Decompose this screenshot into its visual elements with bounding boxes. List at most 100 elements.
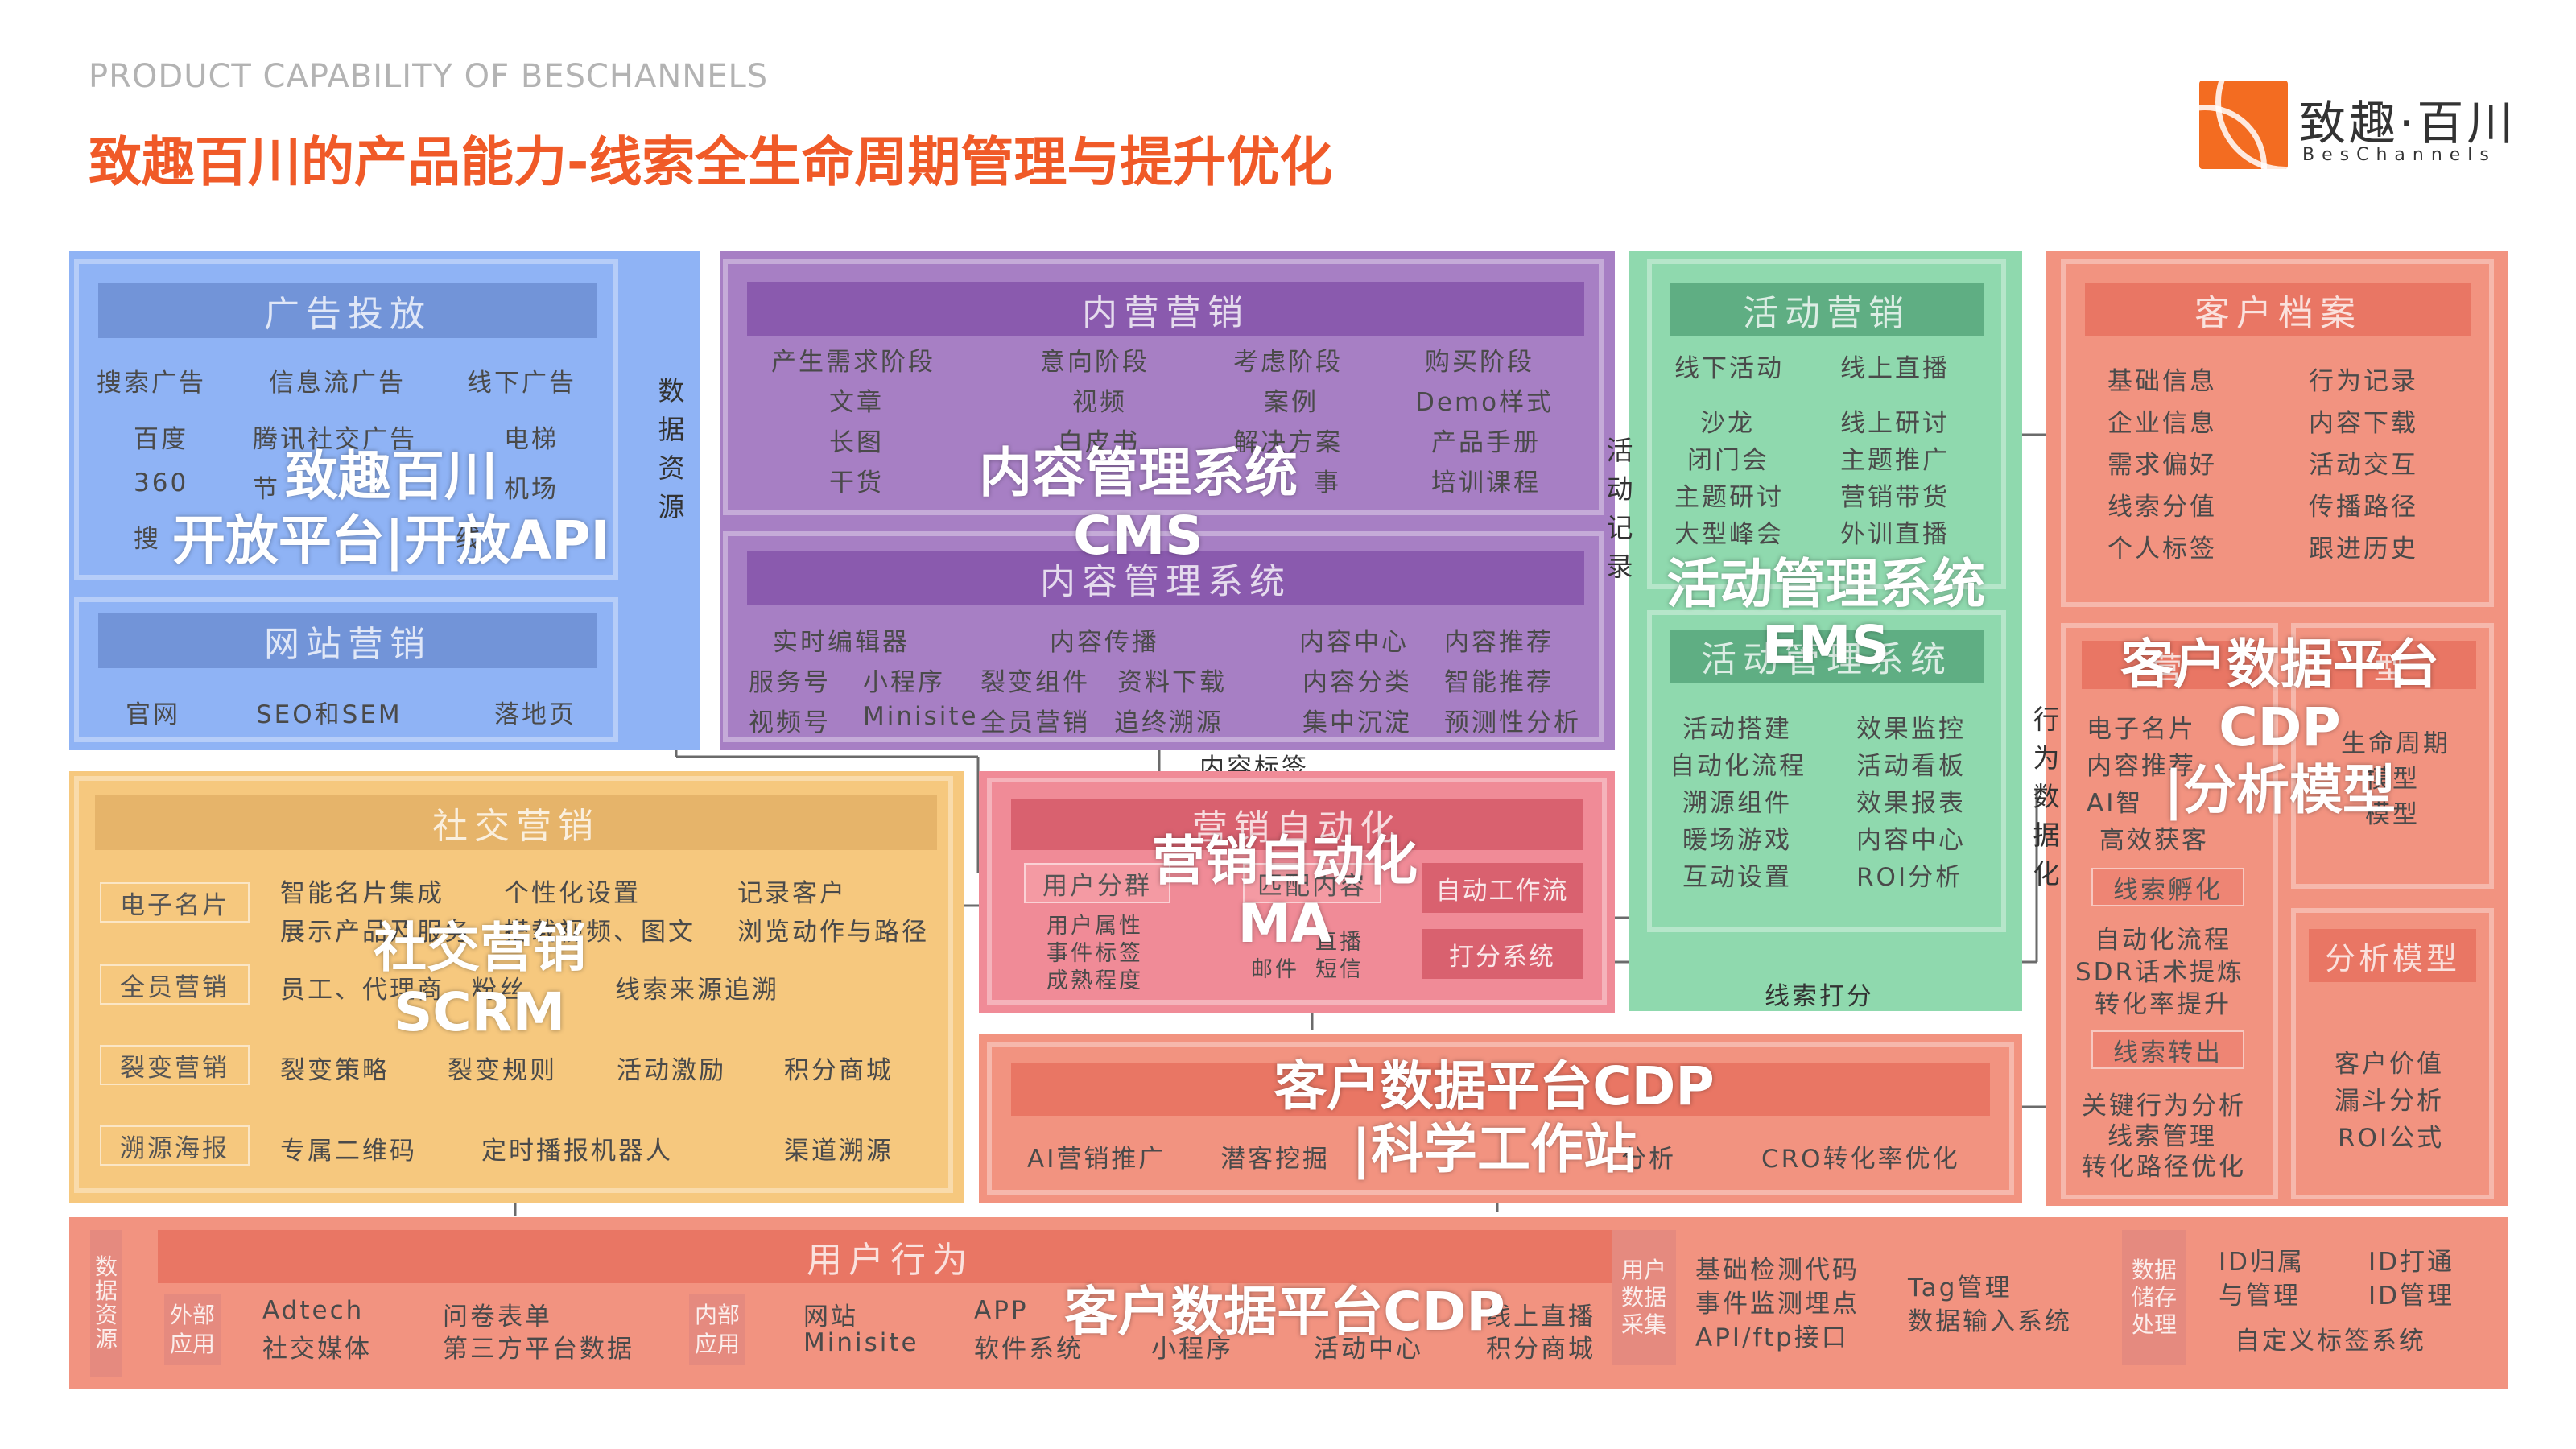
ad-baidu: 百度 <box>134 425 188 454</box>
cdp-model1: 模型 <box>2365 765 2420 794</box>
science-mining: 潜客挖掘 <box>1220 1145 1330 1174</box>
ext-adtech: Adtech <box>262 1296 365 1325</box>
ems-content: 内容中心 <box>1856 826 1966 855</box>
ad-panel: 广告投放 搜索广告 信息流广告 线下广告 百度 腾讯社交广告 电梯 360 节 … <box>69 251 700 750</box>
events-commerce: 营销带货 <box>1840 483 1950 512</box>
store-manage: 与管理 <box>2219 1282 2301 1311</box>
content-manual: 产品手册 <box>1431 428 1541 457</box>
cdp-model-bar: 型 <box>2309 641 2476 689</box>
behavior-panel: 数据资源 用户行为 外部应用 Adtech 社交媒体 问卷表单 第三方平台数据 … <box>69 1217 2508 1389</box>
stage-consider: 考虑阶段 <box>1233 348 1343 377</box>
ems-game: 暖场游戏 <box>1682 826 1792 855</box>
cdp-side-label: 行为数据化 <box>2033 704 2060 890</box>
social-channel: 渠道溯源 <box>784 1137 894 1166</box>
social-showcase: 展示产品及服务 <box>280 918 472 947</box>
ma-big-title: 营销自动化 <box>1152 830 1418 892</box>
ad-airport: 机场 <box>504 475 559 504</box>
cdp-flow: 自动化流程 <box>2095 926 2231 955</box>
events-promo: 主题推广 <box>1840 446 1950 475</box>
social-rule: 裂变规则 <box>448 1056 557 1085</box>
science-cro: CRO转化率优化 <box>1761 1145 1960 1174</box>
int-live: 线上直播 <box>1486 1302 1596 1331</box>
profile-tag: 个人标签 <box>2107 535 2217 564</box>
collect-event: 事件监测埋点 <box>1695 1290 1860 1319</box>
stage-demand: 产生需求阶段 <box>771 348 935 377</box>
stage-intent: 意向阶段 <box>1040 348 1150 377</box>
ma-panel: 营销自动化 用户分群 匹配内容 用户属性 事件标签 成熟程度 直播 邮件 短信 … <box>979 771 1615 1013</box>
int-miniapp: 小程序 <box>1151 1335 1233 1364</box>
science-panel: AI营销推广 潜客挖掘 分析 CRO转化率优化 客户数据平台CDP |科学工作站 <box>979 1034 2022 1203</box>
ad-big-title: 致趣百川 <box>285 445 497 507</box>
ext-app-tag: 外部应用 <box>164 1294 221 1365</box>
store-id-mgmt: ID管理 <box>2368 1282 2455 1311</box>
web-landing: 落地页 <box>494 700 576 729</box>
ems-report: 效果报表 <box>1856 789 1966 818</box>
social-mall: 积分商城 <box>784 1056 894 1085</box>
cdp-path: 转化路径优化 <box>2082 1153 2246 1182</box>
social-source: 线索来源追溯 <box>615 976 779 1005</box>
cdp-key: 关键行为分析 <box>2082 1092 2246 1121</box>
collect-input: 数据输入系统 <box>1908 1307 2072 1336</box>
web-bar: 网站营销 <box>98 613 597 668</box>
store-custom-tag: 自定义标签系统 <box>2235 1327 2426 1356</box>
store-id-link: ID打通 <box>2368 1248 2455 1277</box>
profile-path: 传播路径 <box>2309 493 2418 522</box>
behavior-big-title: 客户数据平台CDP <box>1064 1281 1505 1343</box>
social-tag-fission: 裂变营销 <box>100 1045 250 1085</box>
social-bar: 社交营销 <box>95 795 937 850</box>
cdp-right-big-title: 客户数据平台 <box>2120 634 2439 696</box>
social-robot: 定时播报机器人 <box>481 1137 673 1166</box>
cdp-leads: 线索管理 <box>2107 1122 2217 1151</box>
cdp-sdr: SDR话术提炼 <box>2075 958 2245 987</box>
social-staff: 员工、代理商、粉丝 <box>280 976 526 1005</box>
page-title: 致趣百川的产品能力-线索全生命周期管理与提升优化 <box>89 131 1333 193</box>
profile-event: 活动交互 <box>2309 451 2418 480</box>
int-website: 网站 <box>803 1302 858 1331</box>
ma-big-subtitle: MA <box>1237 893 1332 955</box>
int-app: APP <box>974 1296 1029 1325</box>
ad-bar: 广告投放 <box>98 283 597 338</box>
ems-board: 活动看板 <box>1856 752 1966 781</box>
analysis-value: 客户价值 <box>2334 1050 2444 1079</box>
ad-elevator: 电梯 <box>504 425 559 454</box>
store-tag: 数据储存处理 <box>2122 1230 2186 1365</box>
science-big-title: 客户数据平台CDP <box>1274 1055 1715 1117</box>
cms-spread: 内容传播 <box>1050 628 1159 657</box>
profile-score: 线索分值 <box>2107 493 2217 522</box>
ems-build: 活动搭建 <box>1682 715 1792 744</box>
ems-trace: 溯源组件 <box>1682 789 1792 818</box>
events-outtrain: 外训直播 <box>1840 520 1950 549</box>
events-big-subtitle: EMS <box>1761 614 1890 676</box>
profile-basic: 基础信息 <box>2107 367 2217 396</box>
cms-minisite: Minisite <box>863 702 979 731</box>
content-bar: 内营营销 <box>747 282 1584 336</box>
collect-tag: 用户数据采集 <box>1612 1230 1676 1365</box>
social-incentive: 活动激励 <box>617 1056 726 1085</box>
ems-flow: 自动化流程 <box>1670 752 1806 781</box>
cdp-ai: AI智 <box>2087 789 2144 818</box>
ad-tencent: 腾讯社交广告 <box>253 425 417 454</box>
web-official: 官网 <box>126 700 180 729</box>
cms-predict: 预测性分析 <box>1444 708 1581 737</box>
ems-lead-score: 线索打分 <box>1765 982 1874 1011</box>
analysis-model-bar: 分析模型 <box>2309 929 2476 982</box>
content-demo: Demo样式 <box>1415 388 1554 417</box>
ma-attr: 用户属性 <box>1046 914 1143 939</box>
ems-interact: 互动设置 <box>1682 863 1792 892</box>
content-case: 案例 <box>1264 388 1319 417</box>
events-side-label: 活动记录 <box>1606 435 1633 582</box>
ma-scoring-button[interactable]: 打分系统 <box>1422 929 1583 979</box>
collect-tag-mgmt: Tag管理 <box>1908 1274 2013 1302</box>
ad-row4-a: 搜 <box>134 525 161 554</box>
science-bar <box>1011 1063 1990 1116</box>
ma-workflow-button[interactable]: 自动工作流 <box>1422 863 1583 913</box>
events-big-title: 活动管理系统 <box>1666 553 1985 615</box>
social-big-subtitle: SCRM <box>394 981 566 1043</box>
int-software: 软件系统 <box>974 1335 1084 1364</box>
content-video: 视频 <box>1072 388 1127 417</box>
content-article: 文章 <box>829 388 884 417</box>
social-panel: 社交营销 电子名片 全员营销 裂变营销 溯源海报 智能名片集成 个性化设置 记录… <box>69 771 964 1203</box>
social-record: 记录客户 <box>737 879 847 908</box>
ma-segment-tag: 用户分群 <box>1024 863 1170 903</box>
ems-bar: 活动管理系统 <box>1670 630 1984 683</box>
